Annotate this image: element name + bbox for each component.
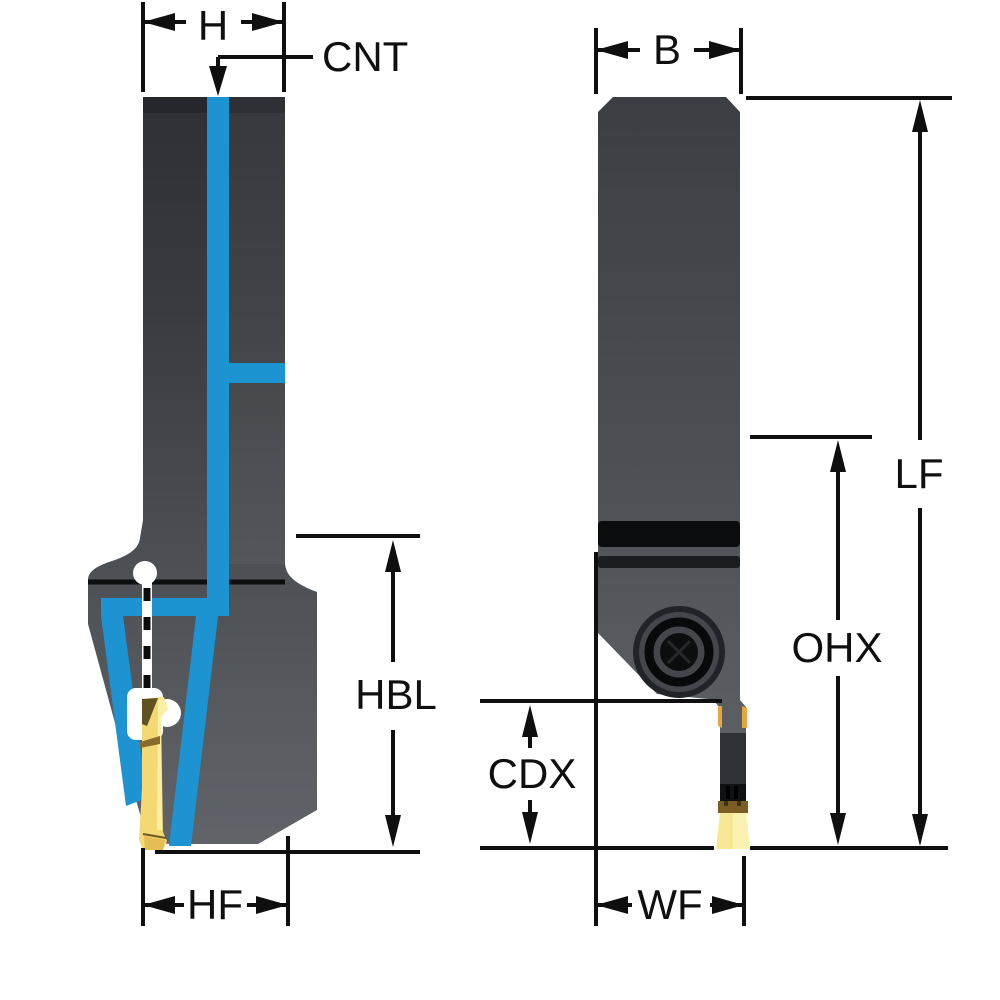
blade-brown-notch-2 [737,801,741,806]
front-insert-tip-facet [733,813,750,849]
coolant-channel-vertical [207,97,229,614]
blade-dark-section [720,733,746,784]
screw-socket-facets [666,639,692,665]
blade-brown-band [718,801,748,813]
cnt-arrow [209,66,227,96]
side-view [88,97,317,850]
blade [716,706,750,849]
side-insert-facet-dark [142,698,158,726]
lf-arrow-top [912,100,928,132]
dimension-cnt: CNT [209,33,408,96]
front-view-body [598,97,746,812]
side-insert-wedge [140,736,160,748]
blade-clamp-slot-2 [734,786,738,799]
dimensions: H CNT B LF [141,2,952,928]
lf-label: LF [894,450,943,497]
coolant-channels [101,97,285,846]
side-insert-seam [142,833,167,839]
b-arrow-right [709,41,741,59]
side-view-edge-highlight [229,97,285,564]
dimension-h: H [141,2,286,92]
ohx-arrow-bottom [830,813,846,845]
pivot-hole [133,561,157,585]
wf-label: WF [637,881,702,928]
blade-orange-left [718,706,722,728]
clamp-screw [633,606,725,698]
hf-label: HF [187,881,243,928]
hbl-label: HBL [355,671,437,718]
hf-arrow-left [143,896,175,914]
groove-band-black [598,521,740,547]
dimension-b: B [594,26,743,94]
blade-brown-notch-1 [724,801,728,806]
b-label: B [653,26,681,73]
side-view-insert-area [127,688,181,850]
dimension-lf: LF [746,96,952,850]
cnt-label: CNT [322,33,408,80]
hbl-arrow-bottom [385,815,401,847]
h-arrow-left [143,13,175,31]
hf-arrow-right [256,896,288,914]
centerline-backing [142,583,152,705]
coolant-channel-collector [101,598,229,616]
ohx-label: OHX [791,624,882,671]
side-insert-facet-light [157,698,168,830]
h-label: H [198,2,228,49]
dimension-hbl: HBL [296,534,437,847]
dimension-hf: HF [141,836,420,928]
wf-arrow-left [596,896,628,914]
lf-arrow-bottom [912,814,928,846]
cdx-arrow-bottom [522,812,538,844]
h-arrow-right [252,13,284,31]
hbl-arrow-top [385,540,401,572]
coolant-channel-left-arm [101,616,147,806]
ohx-arrow-top [830,440,846,472]
groove-band-dark [598,556,740,568]
blade-clamp-slot-1 [726,786,730,799]
front-view [598,97,750,849]
dimension-cdx: CDX [480,699,722,850]
b-arrow-left [596,41,628,59]
side-insert-bottom-facet [144,836,165,850]
dimension-wf: WF [594,552,746,928]
blade-clamp-black [720,784,746,802]
coolant-channel-branch [222,363,285,383]
cdx-label: CDX [488,750,577,797]
coolant-channel-right-arm [169,616,218,846]
blade-orange-right [742,706,747,728]
dimension-ohx: OHX [750,435,883,845]
wf-arrow-right [712,896,744,914]
cdx-arrow-top [522,705,538,737]
